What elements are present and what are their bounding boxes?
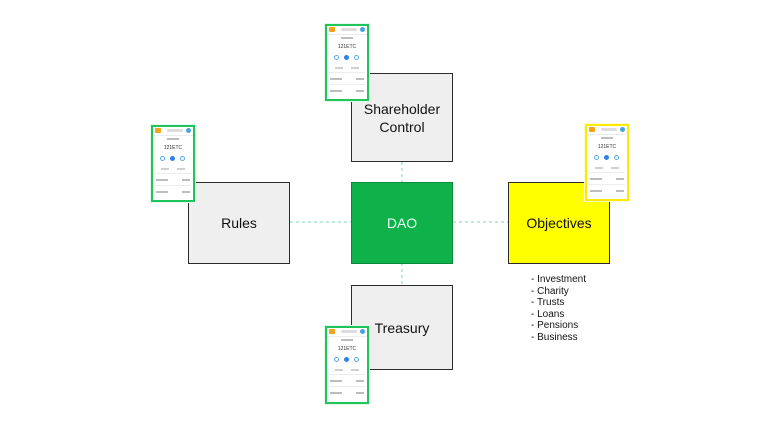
- asset-row: [330, 392, 364, 394]
- asset-row: [330, 90, 364, 92]
- action-buttons: [158, 156, 188, 162]
- shareholder-control-label-1: Shareholder: [363, 100, 441, 117]
- account-name: [167, 138, 179, 140]
- swap-icon: [354, 357, 359, 362]
- wallet-phone-top: 121ETC: [325, 24, 369, 101]
- dao-box: DAO: [351, 182, 453, 264]
- phone-header: [327, 328, 367, 337]
- buy-icon: [160, 156, 165, 161]
- treasury-label: Treasury: [374, 319, 430, 336]
- asset-row: [330, 78, 364, 80]
- send-icon: [344, 55, 349, 60]
- wallet-phone-left: 121ETC: [151, 125, 195, 202]
- action-buttons: [592, 155, 622, 161]
- network-pill: [341, 28, 357, 31]
- account-name: [341, 339, 353, 341]
- objectives-list: Investment Charity Trusts Loans Pensions…: [531, 274, 586, 344]
- account-name: [341, 37, 353, 39]
- objectives-label: Objectives: [526, 215, 592, 231]
- phone-tabs: [157, 168, 189, 170]
- network-pill: [167, 129, 183, 132]
- wallet-balance: 121ETC: [337, 44, 357, 50]
- swap-icon: [180, 156, 185, 161]
- send-icon: [604, 155, 609, 160]
- dao-label: DAO: [386, 215, 418, 231]
- avatar-icon: [360, 329, 365, 334]
- buy-icon: [334, 55, 339, 60]
- logo-icon: [589, 127, 595, 132]
- asset-row: [590, 190, 624, 192]
- phone-header: [327, 26, 367, 35]
- rules-label: Rules: [221, 215, 257, 231]
- swap-icon: [614, 155, 619, 160]
- network-pill: [601, 128, 617, 131]
- shareholder-control-label-2: Control: [379, 118, 425, 135]
- objective-item: Pensions: [531, 320, 586, 332]
- logo-icon: [155, 128, 161, 133]
- action-buttons: [332, 55, 362, 61]
- send-icon: [170, 156, 175, 161]
- asset-row: [156, 191, 190, 193]
- asset-row: [590, 178, 624, 180]
- action-buttons: [332, 357, 362, 363]
- wallet-balance: 121ETC: [337, 346, 357, 352]
- objective-item: Business: [531, 332, 586, 344]
- avatar-icon: [360, 27, 365, 32]
- swap-icon: [354, 55, 359, 60]
- phone-header: [153, 127, 193, 136]
- logo-icon: [329, 27, 335, 32]
- avatar-icon: [186, 128, 191, 133]
- logo-icon: [329, 329, 335, 334]
- wallet-phone-bottom: 121ETC: [325, 326, 369, 404]
- objectives-box: Objectives: [508, 182, 610, 264]
- asset-row: [330, 380, 364, 382]
- objective-item: Investment: [531, 274, 586, 286]
- objective-item: Trusts: [531, 297, 586, 309]
- wallet-balance: 121ETC: [597, 144, 617, 150]
- objective-item: Loans: [531, 309, 586, 321]
- buy-icon: [594, 155, 599, 160]
- wallet-balance: 121ETC: [163, 145, 183, 151]
- account-name: [601, 137, 613, 139]
- asset-row: [156, 179, 190, 181]
- buy-icon: [334, 357, 339, 362]
- phone-tabs: [591, 167, 623, 169]
- objective-item: Charity: [531, 286, 586, 298]
- wallet-phone-right: 121ETC: [585, 124, 629, 201]
- phone-tabs: [331, 67, 363, 69]
- phone-tabs: [331, 369, 363, 371]
- avatar-icon: [620, 127, 625, 132]
- phone-header: [587, 126, 627, 135]
- network-pill: [341, 330, 357, 333]
- rules-box: Rules: [188, 182, 290, 264]
- send-icon: [344, 357, 349, 362]
